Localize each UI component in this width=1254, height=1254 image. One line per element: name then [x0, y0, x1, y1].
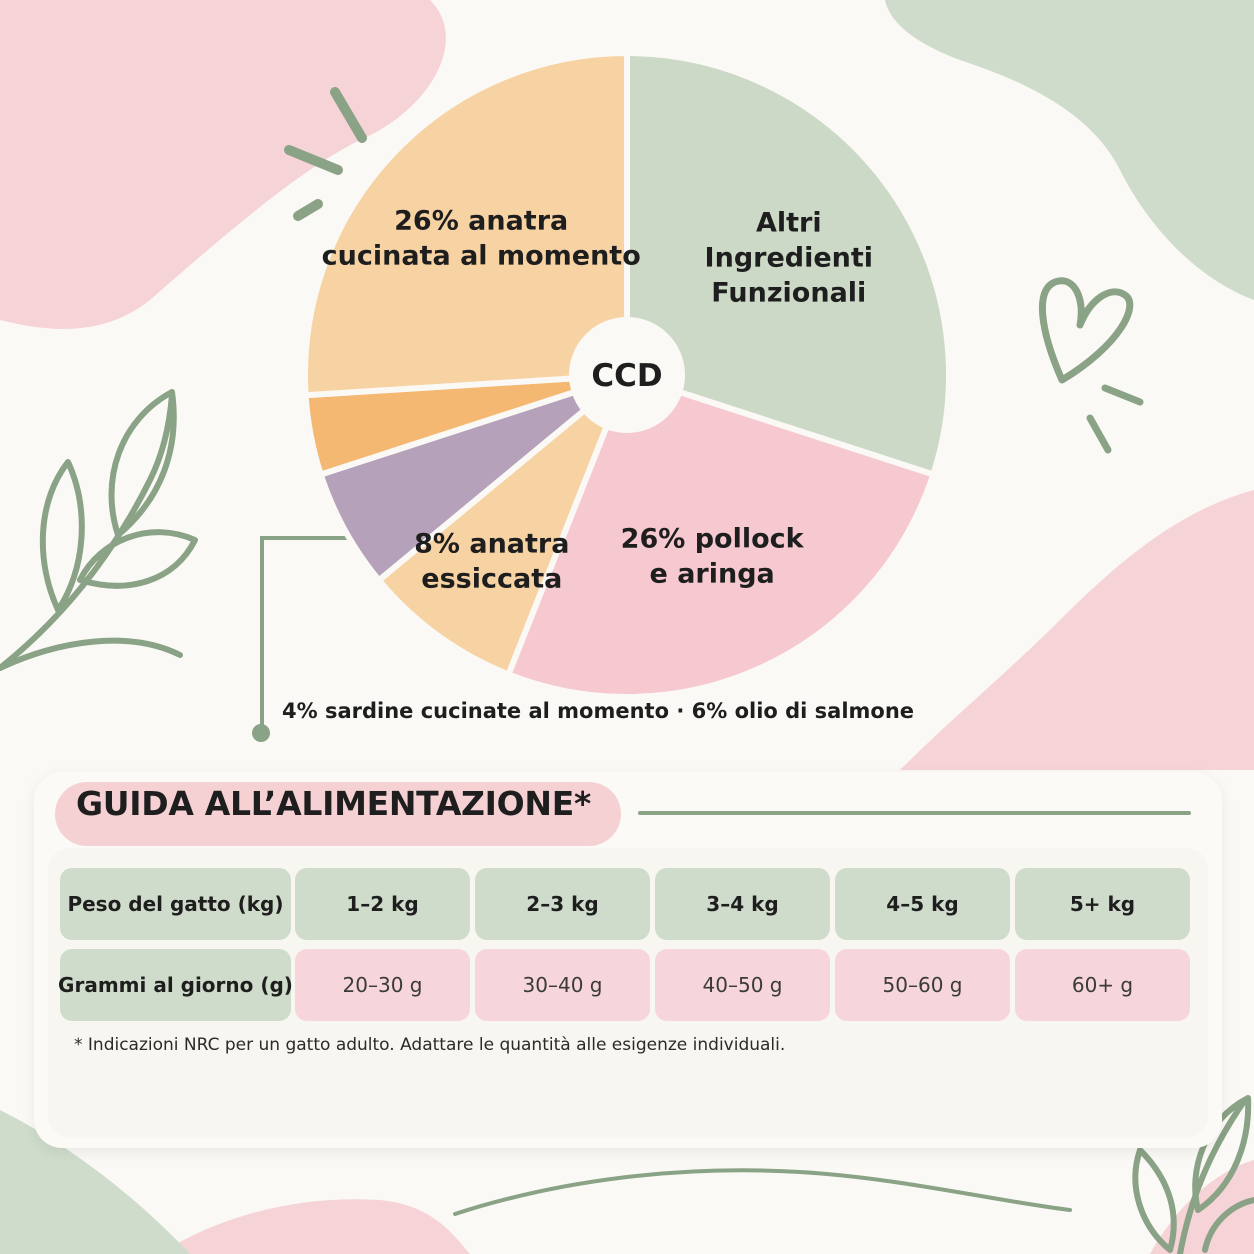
pie-slice: [504, 371, 938, 700]
title-rule: [638, 811, 1191, 815]
pie-center-label: CCD: [591, 358, 662, 394]
sparkle-strokes-icon: [284, 87, 367, 221]
table-value-cell: 40–50 g: [655, 949, 830, 1021]
pink-blob-right: [900, 490, 1254, 770]
leaf-sprig-icon: [0, 389, 198, 671]
table-row-label: Grammi al giorno (g): [58, 949, 293, 1021]
pie-slice: [374, 372, 630, 679]
table-value-cell: 20–30 g: [295, 949, 470, 1021]
table-header-cell: Peso del gatto (kg): [60, 868, 291, 940]
callout-dot: [252, 724, 270, 742]
callout-connector: [260, 536, 353, 728]
green-blob-top-right: [885, 0, 1254, 300]
pie-slice: [302, 49, 630, 399]
table-header-cell: 2–3 kg: [475, 868, 650, 940]
feeding-guide-title: GUIDA ALL’ALIMENTAZIONE*: [76, 784, 591, 823]
feeding-footnote: * Indicazioni NRC per un gatto adulto. A…: [74, 1035, 786, 1055]
wavy-divider: [453, 1168, 1072, 1216]
table-header-cell: 1–2 kg: [295, 868, 470, 940]
table-header-cell: 4–5 kg: [835, 868, 1010, 940]
small-slices-note: 4% sardine cucinate al momento · 6% olio…: [282, 699, 915, 723]
feeding-guide-title-pill: [55, 782, 621, 846]
table-value-cell: 60+ g: [1015, 949, 1190, 1021]
pie-slice: [624, 49, 952, 479]
green-blob-bottom-left: [0, 1110, 190, 1254]
table-value-cell: 50–60 g: [835, 949, 1010, 1021]
heart-outline-icon: [1038, 277, 1144, 454]
pink-blob-top-left: [0, 0, 446, 329]
table-header-cell: 3–4 kg: [655, 868, 830, 940]
table-header-cell: 5+ kg: [1015, 868, 1190, 940]
pie-center-disc: [569, 317, 685, 433]
pink-blob-bottom: [160, 1199, 470, 1254]
table-value-cell: 30–40 g: [475, 949, 650, 1021]
